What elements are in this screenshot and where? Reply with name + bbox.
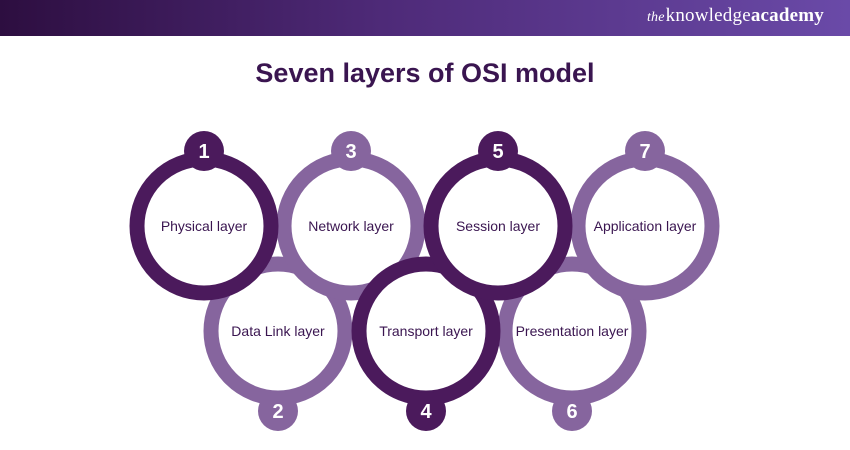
number-badge-4 [406,391,446,431]
rings-layer [129,151,720,406]
layer-label-7: Application layer [594,218,697,234]
layer-label-5: Session layer [456,218,540,234]
number-badge-3 [331,131,371,171]
layer-label-2: Data Link layer [231,323,325,339]
number-badge-7 [625,131,665,171]
badge-number-4: 4 [420,401,432,423]
layer-label-6: Presentation layer [516,323,629,339]
badge-number-1: 1 [198,141,209,163]
brand-logo: theknowledgeacademy [646,5,824,26]
number-badge-5 [478,131,518,171]
top-banner: theknowledgeacademy [0,0,850,36]
layer-label-4: Transport layer [379,323,473,339]
badges-layer: 1 2 3 4 5 6 7 [184,131,665,431]
layer-label-1: Physical layer [161,218,248,234]
number-badge-2 [258,391,298,431]
layer-label-3: Network layer [308,218,394,234]
badge-number-6: 6 [566,401,577,423]
badge-number-7: 7 [639,141,650,163]
number-badge-6 [552,391,592,431]
badge-number-3: 3 [345,141,356,163]
page-title: Seven layers of OSI model [255,58,595,88]
badge-number-2: 2 [272,401,283,423]
badge-number-5: 5 [492,141,503,163]
number-badge-1 [184,131,224,171]
